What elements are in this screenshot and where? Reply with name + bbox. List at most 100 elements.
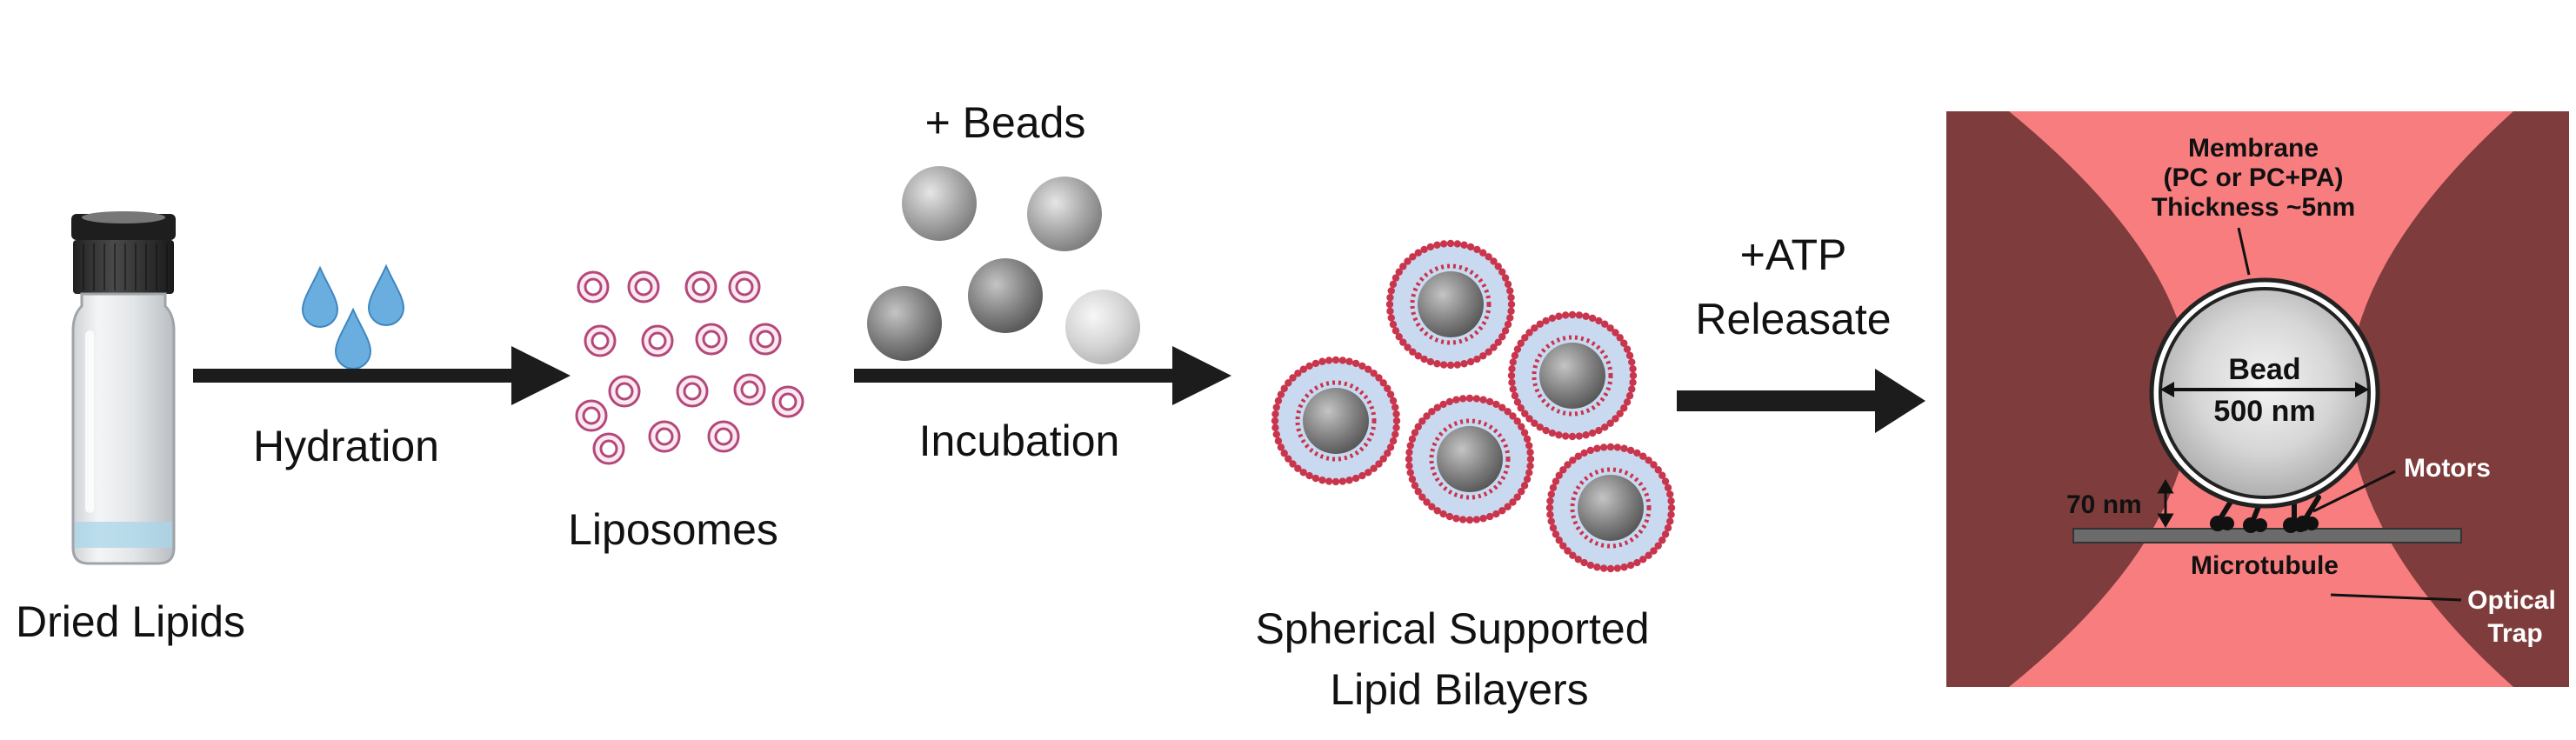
- lipid-head-dot: [1460, 241, 1468, 249]
- lipid-head-dot: [1420, 245, 1428, 254]
- lipid-head-dot: [1387, 314, 1395, 322]
- motors-label: Motors: [2404, 454, 2491, 483]
- sslb-cluster: [1271, 239, 1676, 573]
- lipid-head-dot: [1650, 461, 1658, 469]
- lipid-head-dot: [1575, 311, 1584, 319]
- lipid-head-dot: [1318, 357, 1326, 365]
- lipid-head-dot: [1513, 417, 1521, 425]
- lipid-head-dot: [1555, 471, 1563, 479]
- lipid-head-dot: [1280, 384, 1288, 392]
- liposome-inner-ring: [778, 392, 797, 411]
- lipid-head-dot: [1509, 385, 1517, 393]
- lipid-head-dot: [1561, 311, 1570, 319]
- vial-icon: [71, 211, 176, 565]
- lipid-head-dot: [1351, 474, 1360, 483]
- lipid-head-dot: [1391, 430, 1399, 438]
- lipid-head-dot: [1552, 477, 1560, 485]
- lipid-head-dot: [1629, 364, 1637, 373]
- lipid-head-dot: [1549, 483, 1558, 492]
- lipid-head-dot: [1472, 395, 1481, 403]
- lipid-head-dot: [1274, 397, 1283, 405]
- lipid-head-dot: [1628, 385, 1636, 393]
- lipid-head-dot: [1545, 503, 1554, 512]
- lipid-head-dot: [1465, 516, 1474, 524]
- liposome-inner-ring: [584, 277, 603, 297]
- lipid-head-dot: [1601, 423, 1609, 431]
- lipid-head-dot: [1272, 403, 1280, 411]
- lipid-head-dot: [1414, 249, 1422, 257]
- lipid-head-dot: [1508, 378, 1516, 387]
- liposome-inner-ring: [648, 331, 667, 350]
- lipid-head-dot: [1338, 357, 1347, 364]
- lipid-head-dot: [1439, 400, 1447, 409]
- lipid-head-dot: [1345, 477, 1353, 484]
- lipid-head-dot: [1517, 339, 1525, 347]
- lipid-head-dot: [1599, 564, 1608, 572]
- liposome-inner-ring: [591, 331, 610, 350]
- liposome-inner-ring: [615, 382, 634, 401]
- lipid-head-dot: [1379, 455, 1387, 463]
- motor-icon: [2210, 495, 2321, 533]
- lipid-head-dot: [1414, 352, 1422, 360]
- inner-leaflet: [1410, 263, 1492, 345]
- lipid-head-dot: [1595, 317, 1603, 325]
- lipid-head-dot: [1379, 379, 1387, 387]
- lipid-head-dot: [1406, 469, 1414, 477]
- bead-label: Bead: [2228, 353, 2300, 386]
- lipid-head-dot: [1599, 443, 1608, 451]
- bead-size-label: 500 nm: [2213, 395, 2315, 428]
- lipid-head-dot: [1498, 403, 1506, 411]
- lipid-head-dot: [1559, 466, 1567, 474]
- lipid-head-dot: [1479, 352, 1487, 360]
- lipid-head-dot: [1616, 334, 1624, 342]
- lipid-head-dot: [1452, 396, 1460, 403]
- lipid-head-dot: [1616, 410, 1624, 417]
- lipid-head-dot: [1325, 357, 1333, 364]
- liposome-inner-ring: [702, 330, 721, 349]
- lipid-head-dot: [1507, 300, 1516, 309]
- lipid-head-dot: [1439, 361, 1448, 369]
- lipid-head-dot: [1479, 515, 1487, 523]
- lipid-head-dot: [1405, 448, 1413, 457]
- lipid-head-dot: [1418, 417, 1426, 425]
- optical-trap-label-2: Trap: [2487, 619, 2542, 648]
- lipid-head-dot: [1426, 357, 1435, 366]
- lipid-head-dot: [1331, 477, 1340, 486]
- lipid-head-dot: [1485, 512, 1494, 521]
- lipid-head-dot: [1526, 462, 1534, 470]
- sslb-label: Spherical Supported: [1255, 604, 1649, 653]
- lipid-head-dot: [1620, 444, 1628, 452]
- lipid-head-dot: [1465, 394, 1474, 403]
- lipid-head-dot: [1542, 317, 1550, 325]
- lipid-head-dot: [1601, 320, 1609, 328]
- lipid-head-dot: [1274, 437, 1283, 445]
- lipid-head-dot: [1520, 429, 1529, 437]
- lipid-head-dot: [1289, 374, 1297, 382]
- lipid-head-dot: [1654, 542, 1662, 550]
- lipid-head-dot: [1523, 435, 1532, 443]
- lipid-head-dot: [1531, 324, 1538, 332]
- lipid-head-dot: [1453, 240, 1462, 248]
- lipid-head-dot: [1494, 263, 1502, 270]
- liposomes-label: Liposomes: [568, 505, 778, 554]
- inner-leaflet: [1570, 467, 1652, 549]
- lipid-head-dot: [1395, 333, 1403, 341]
- lipid-head-dot: [1629, 378, 1637, 387]
- lipid-head-dot: [1399, 263, 1407, 270]
- lipid-head-dot: [1517, 404, 1525, 412]
- lipid-head-dot: [1661, 477, 1670, 485]
- lipid-head-dot: [1521, 410, 1529, 417]
- lipid-head-dot: [1509, 498, 1517, 506]
- dried-lipids-label: Dried Lipids: [16, 597, 245, 646]
- lipid-head-dot: [1345, 357, 1353, 365]
- lipid-head-dot: [1625, 351, 1634, 360]
- lipid-head-dot: [1650, 547, 1658, 555]
- lipid-head-dot: [1606, 324, 1614, 332]
- lipid-head-dot: [1331, 356, 1340, 364]
- lipid-head-dot: [1351, 359, 1360, 368]
- lipid-head-dot: [1561, 432, 1570, 440]
- lipid-head-dot: [1504, 503, 1512, 510]
- sslb-label-2: Lipid Bilayers: [1330, 665, 1588, 714]
- lipid-head-dot: [1311, 474, 1320, 483]
